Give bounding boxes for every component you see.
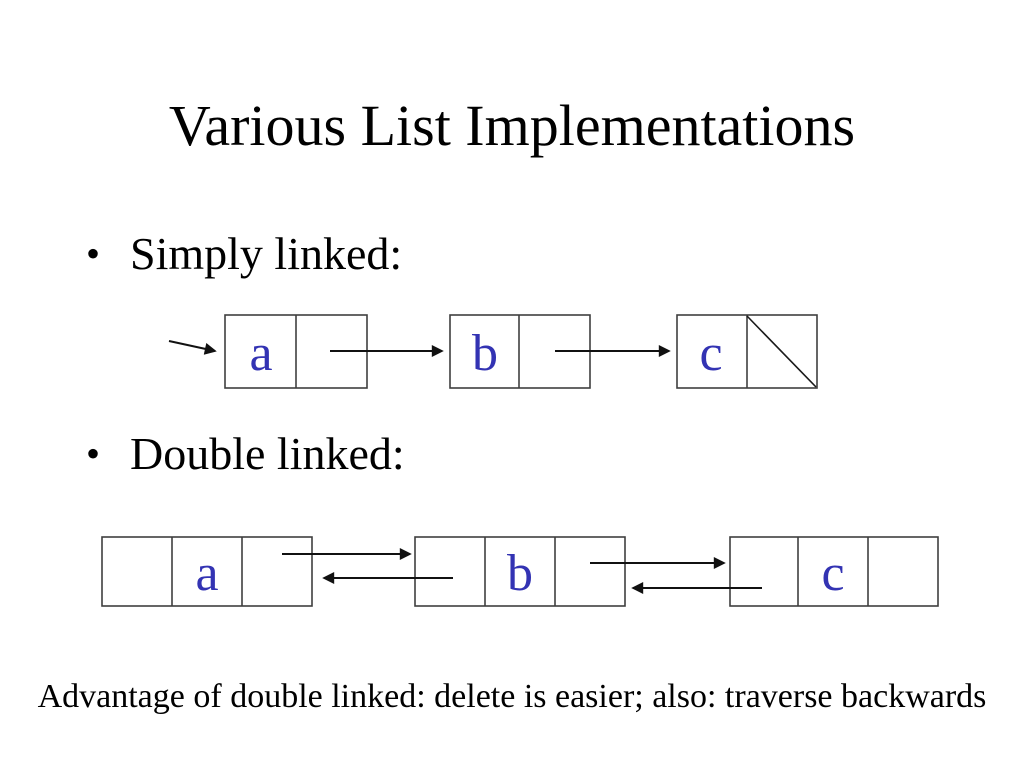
node-value-b: b [472, 325, 498, 382]
bullet-item-simply-linked: • Simply linked: [86, 228, 402, 280]
node-value-c: c [699, 325, 722, 382]
bullet-item-double-linked: • Double linked: [86, 428, 405, 480]
node-box-a [101, 536, 313, 607]
head-pointer-arrow [168, 340, 217, 355]
node-box-c [729, 536, 939, 607]
bullet-marker: • [86, 431, 101, 476]
node-value-c: c [821, 545, 844, 602]
node-value-a: a [249, 325, 272, 382]
bullet-label-double-linked: Double linked: [130, 428, 405, 479]
null-pointer-slash-icon [746, 315, 817, 388]
footer-note: Advantage of double linked: delete is ea… [37, 678, 987, 715]
page-title: Various List Implementations [168, 93, 856, 158]
node-box-b [414, 536, 626, 607]
node-value-b: b [507, 545, 533, 602]
node-value-a: a [195, 545, 218, 602]
bullet-marker: • [86, 231, 101, 276]
bullet-label-simply-linked: Simply linked: [130, 228, 403, 279]
